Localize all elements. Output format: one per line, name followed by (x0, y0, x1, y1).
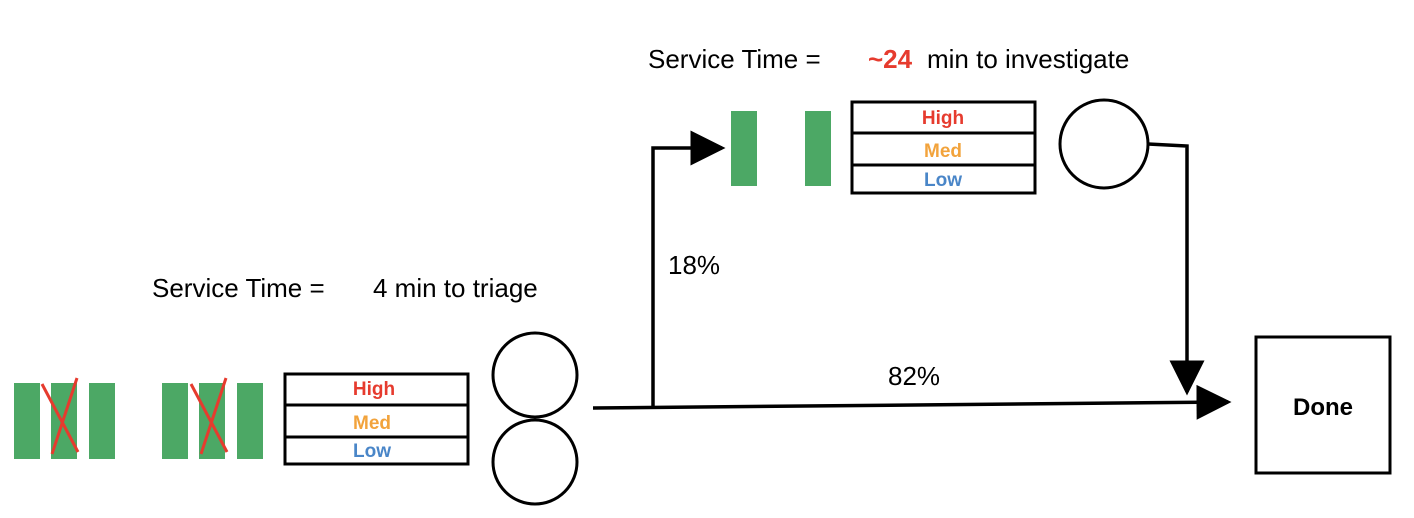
triage-priority-low: Low (353, 441, 391, 462)
investigation-service-time-label: Service Time = (648, 44, 821, 74)
triage-server (491, 331, 579, 419)
cancel-x-icon (189, 377, 229, 455)
triage-priority-high: High (353, 379, 395, 400)
direct-flow-arrow (592, 384, 1232, 420)
triage-ticket (14, 383, 40, 459)
investigation-server (1058, 98, 1150, 190)
investigation-to-done-arrow (1147, 142, 1205, 396)
investigation-priority-low: Low (924, 170, 962, 191)
triage-priority-med: Med (353, 413, 391, 434)
investigation-service-time-value: ~24 (868, 44, 913, 74)
done-label: Done (1293, 394, 1353, 421)
investigation-priority-queue: High Med Low (850, 100, 1037, 195)
investigation-priority-high: High (922, 108, 964, 129)
investigation-flow-percent: 18% (668, 250, 720, 280)
cancel-x-icon (40, 377, 80, 455)
triage-server (491, 418, 579, 506)
triage-priority-queue: High Med Low (283, 372, 470, 466)
investigation-flow-arrow (651, 130, 726, 406)
investigation-ticket (731, 111, 757, 186)
investigation-priority-med: Med (924, 141, 962, 162)
done-box (1254, 335, 1392, 475)
triage-service-time-label: Service Time = (152, 273, 325, 303)
direct-flow-percent: 82% (888, 361, 940, 391)
investigation-service-time-suffix: min to investigate (927, 44, 1129, 74)
triage-ticket (237, 383, 263, 459)
investigation-ticket (805, 111, 831, 186)
triage-ticket (89, 383, 115, 459)
triage-ticket (162, 383, 188, 459)
triage-service-time-value: 4 min to triage (373, 273, 538, 303)
